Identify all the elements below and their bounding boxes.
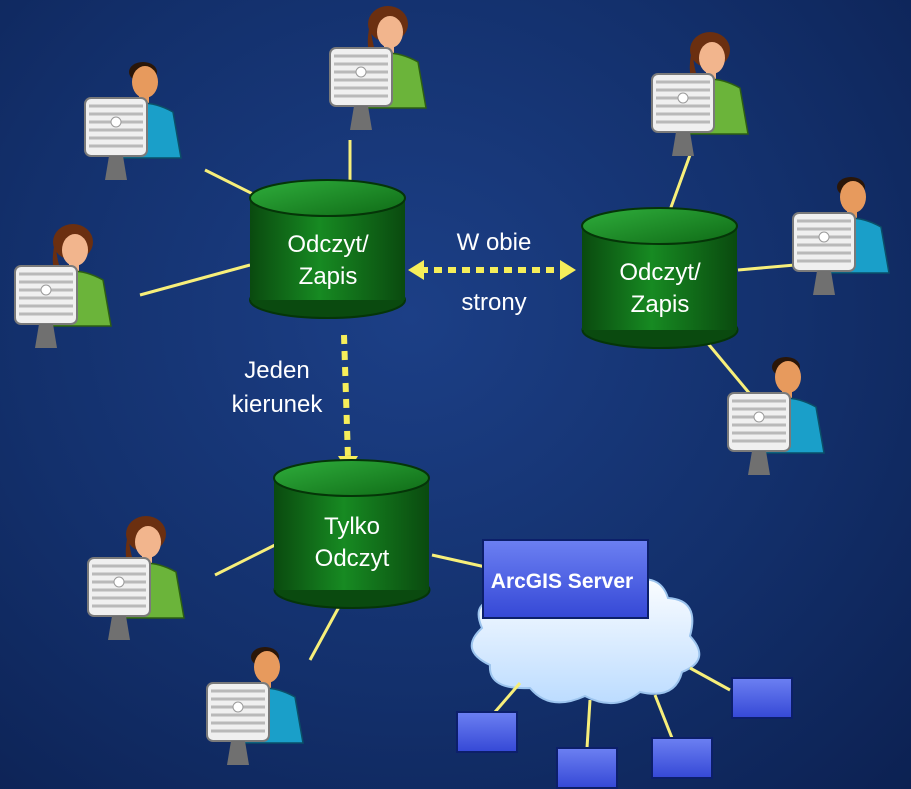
client-computer-icon [731,677,793,719]
user-at-computer-icon [650,30,750,158]
connector-line [585,699,592,749]
user-at-computer-icon [13,222,113,350]
connector-line [139,263,251,297]
connector-line [689,666,731,692]
connector-line [214,543,276,577]
database-left: Odczyt/ Zapis [249,179,406,319]
database-bottom: Tylko Odczyt [273,459,431,609]
database-bottom-line1: Tylko [324,513,380,540]
user-at-computer-icon [86,514,186,642]
user-at-computer-icon [83,60,183,182]
database-right-line2: Zapis [631,291,690,318]
user-at-computer-icon [791,175,891,297]
connector-line [431,553,491,570]
client-computer-icon [556,747,618,789]
connector-line [493,682,522,713]
database-right-line1: Odczyt/ [619,259,701,286]
two-way-label-line1: W obie [457,229,532,256]
connector-line [308,604,342,661]
database-right: Odczyt/ Zapis [581,207,739,349]
connector-line [668,154,692,211]
database-left-line2: Zapis [299,263,358,290]
client-computer-icon [651,737,713,779]
server-label: ArcGIS Server [491,570,633,593]
cloud-connectors [493,666,731,749]
two-way-label-line2: strony [461,289,526,316]
user-at-computer-icon [726,355,826,477]
connector-line [204,168,256,197]
connector-line [737,263,796,272]
client-computers [456,677,793,789]
user-connectors [139,140,796,661]
arcgis-server-box: ArcGIS Server [482,539,649,619]
database-bottom-line2: Odczyt [315,545,390,572]
two-way-arrow [408,260,576,280]
client-computer-icon [456,711,518,753]
one-way-label-line2: kierunek [232,391,324,418]
connector-line [653,694,674,739]
connector-line [703,339,757,401]
user-at-computer-icon [205,645,305,767]
user-at-computer-icon [328,4,428,132]
database-left-line1: Odczyt/ [287,231,369,258]
one-way-label-line1: Jeden [244,357,309,384]
one-way-arrow [338,334,358,472]
